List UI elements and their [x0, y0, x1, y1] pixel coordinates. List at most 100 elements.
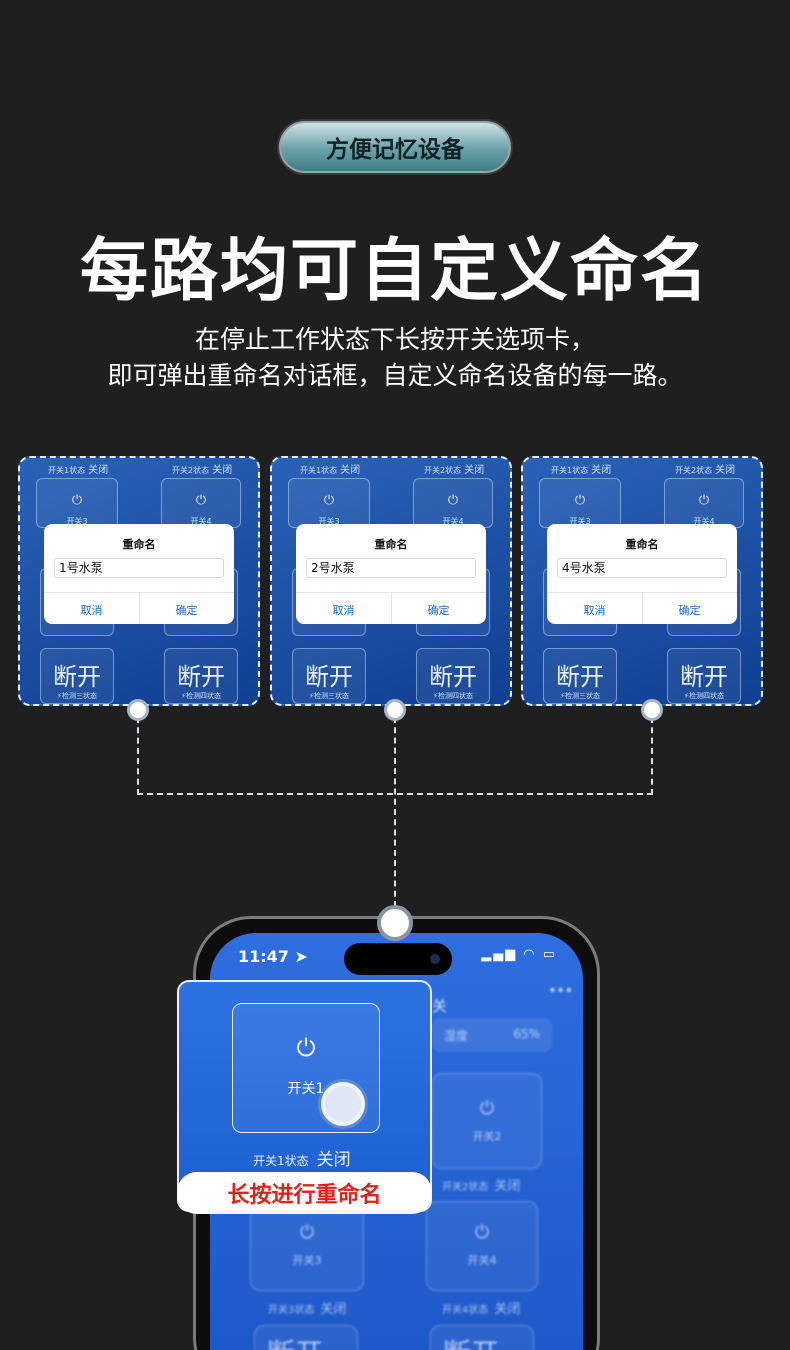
disconnect-label: 断开 [443, 1332, 499, 1350]
rename-card-3: 开关1状态关闭 开关2状态关闭 ⏻ 开关3 ⏻ 开关4 断开 ⚡检测三状态 断开… [521, 456, 763, 706]
status-time: 11:47 ➤ [238, 947, 308, 966]
divider [139, 592, 140, 624]
power-icon: ⏻ [296, 1034, 316, 1062]
headline: 每路均可自定义命名 [79, 232, 710, 311]
cancel-button[interactable]: 取消 [332, 604, 355, 617]
subline-1: 在停止工作状态下长按开关选项卡， [194, 325, 595, 354]
switch-1-tile[interactable]: ⏻ 开关1 [232, 1003, 380, 1133]
disconnect-tile[interactable]: 断开 [430, 1325, 534, 1350]
power-icon: ⏻ [299, 1222, 315, 1243]
switch-3-status: 开关3状态关闭 [268, 1302, 347, 1317]
connector-node-large [377, 905, 413, 941]
detect-label: ⚡检测三状态 [57, 692, 97, 700]
detect-label: ⚡检测四状态 [433, 692, 473, 700]
app-title: 关 [432, 997, 448, 1015]
power-icon: ⏻ [574, 493, 586, 508]
rename-card-1: 开关1状态关闭 开关2状态关闭 ⏻ 开关3 ⏻ 开关4 断开 ⚡检测三状态 断开… [18, 456, 260, 706]
disconnect-label: 断开 [305, 663, 353, 691]
feature-pill: 方便记忆设备 [279, 121, 511, 173]
switch-1-label: 开关1 [287, 1081, 325, 1097]
subline-2: 即可弹出重命名对话框，自定义命名设备的每一路。 [107, 361, 683, 390]
switch-label: 开关4 [467, 1254, 497, 1267]
switch-2-status: 开关2状态关闭 [424, 465, 485, 476]
switch-2-tile[interactable]: ⏻ 开关2 [432, 1073, 542, 1169]
disconnect-label: 断开 [429, 663, 477, 691]
switch-4-tile[interactable]: ⏻ 开关4 [161, 478, 241, 528]
rename-dialog: 重命名 4号水泵 取消 确定 [547, 524, 737, 624]
disconnect-label: 断开 [556, 663, 604, 691]
power-icon: ⏻ [698, 493, 710, 508]
switch-3-tile[interactable]: ⏻ 开关3 [36, 478, 118, 528]
cancel-button[interactable]: 取消 [583, 604, 606, 617]
detect-label: ⚡检测四状态 [684, 692, 724, 700]
more-icon[interactable]: ••• [548, 983, 573, 999]
camera-icon [430, 954, 440, 964]
connector-line [651, 717, 653, 795]
switch-4-tile[interactable]: ⏻ 开关4 [413, 478, 493, 528]
dialog-title: 重命名 [374, 538, 408, 551]
power-icon: ⏻ [474, 1222, 490, 1243]
switch-label: 开关3 [66, 517, 88, 526]
switch-1-status: 开关1状态关闭 [48, 465, 109, 476]
switch-label: 开关4 [442, 517, 464, 526]
divider [642, 592, 643, 624]
status-value: 关闭 [316, 1150, 351, 1170]
switch-1-popup: ⏻ 开关1 开关1状态关闭 长按进行重命名 [177, 980, 432, 1214]
humidity-label: 湿度 [444, 1029, 469, 1043]
switch-4-tile[interactable]: ⏻ 开关4 [426, 1201, 538, 1291]
power-icon: ⏻ [195, 493, 207, 508]
switch-1-status: 开关1状态关闭 [551, 465, 612, 476]
switch-3-tile[interactable]: ⏻ 开关3 [288, 478, 370, 528]
dialog-title: 重命名 [122, 538, 156, 551]
switch-3-tile[interactable]: ⏻ 开关3 [250, 1201, 364, 1291]
cancel-button[interactable]: 取消 [80, 604, 103, 617]
disconnect-4-tile[interactable]: 断开 ⚡检测四状态 [667, 648, 741, 704]
confirm-button[interactable]: 确定 [175, 604, 198, 617]
long-press-rename-badge: 长按进行重命名 [177, 1172, 432, 1214]
disconnect-3-tile[interactable]: 断开 ⚡检测三状态 [40, 648, 114, 704]
detect-label: ⚡检测三状态 [309, 692, 349, 700]
rename-dialog: 重命名 1号水泵 取消 确定 [44, 524, 234, 624]
disconnect-4-tile[interactable]: 断开 ⚡检测四状态 [164, 648, 238, 704]
status-label: 开关1状态 [253, 1154, 309, 1168]
rename-input[interactable]: 4号水泵 [557, 558, 727, 578]
rename-card-2: 开关1状态关闭 开关2状态关闭 ⏻ 开关3 ⏻ 开关4 断开 ⚡检测三状态 断开… [270, 456, 512, 706]
disconnect-tile[interactable]: 断开 [254, 1325, 358, 1350]
switch-1-status: 开关1状态关闭 [253, 1145, 351, 1170]
switch-2-status: 开关2状态关闭 [442, 1179, 521, 1194]
disconnect-3-tile[interactable]: 断开 ⚡检测三状态 [543, 648, 617, 704]
divider [391, 592, 392, 624]
switch-2-status: 开关2状态关闭 [675, 465, 736, 476]
dynamic-island [344, 943, 452, 975]
power-icon: ⏻ [479, 1098, 495, 1119]
switch-4-status: 开关4状态关闭 [442, 1302, 521, 1317]
switch-label: 开关3 [318, 517, 340, 526]
rename-input[interactable]: 1号水泵 [54, 558, 224, 578]
disconnect-label: 断开 [680, 663, 728, 691]
connector-line [137, 717, 139, 795]
disconnect-label: 断开 [267, 1332, 323, 1350]
switch-label: 开关3 [569, 517, 591, 526]
disconnect-4-tile[interactable]: 断开 ⚡检测四状态 [416, 648, 490, 704]
connector-node [384, 699, 406, 721]
signal-wifi-battery-icon: ▂▄▆ ◠ ▭ [481, 947, 557, 962]
switch-2-status: 开关2状态关闭 [172, 465, 233, 476]
switch-1-status: 开关1状态关闭 [300, 465, 361, 476]
rename-dialog: 重命名 2号水泵 取消 确定 [296, 524, 486, 624]
disconnect-label: 断开 [53, 663, 101, 691]
disconnect-3-tile[interactable]: 断开 ⚡检测三状态 [292, 648, 366, 704]
connector-line [394, 717, 396, 907]
connector-node [127, 699, 149, 721]
switch-label: 开关3 [292, 1254, 322, 1267]
switch-3-tile[interactable]: ⏻ 开关3 [539, 478, 621, 528]
switch-4-tile[interactable]: ⏻ 开关4 [664, 478, 744, 528]
confirm-button[interactable]: 确定 [427, 604, 450, 617]
power-icon: ⏻ [323, 493, 335, 508]
humidity-card: 湿度 65% [432, 1018, 552, 1052]
confirm-button[interactable]: 确定 [678, 604, 701, 617]
power-icon: ⏻ [71, 493, 83, 508]
rename-input[interactable]: 2号水泵 [306, 558, 476, 578]
dialog-title: 重命名 [625, 538, 659, 551]
detect-label: ⚡检测三状态 [560, 692, 600, 700]
humidity-value: 65% [513, 1027, 540, 1041]
